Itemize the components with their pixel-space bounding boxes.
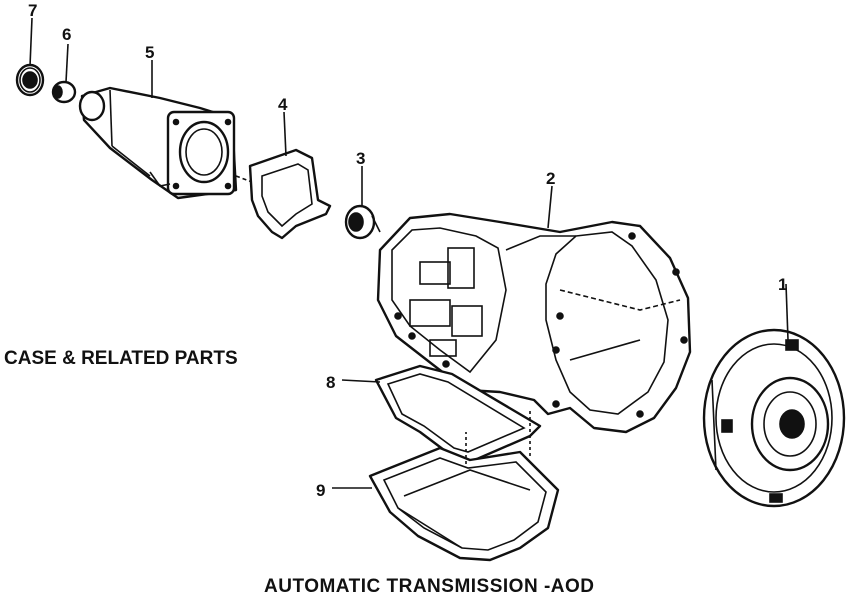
callout-8: 8 xyxy=(326,373,335,392)
callout-3: 3 xyxy=(356,149,365,168)
part-4-extension-gasket xyxy=(248,148,332,240)
callout-9: 9 xyxy=(316,481,325,500)
section-label: CASE & RELATED PARTS xyxy=(4,348,238,369)
part-5-extension-housing xyxy=(78,86,238,200)
callout-6: 6 xyxy=(62,25,71,44)
part-6-bushing xyxy=(51,80,77,104)
part-1-torque-converter xyxy=(702,328,846,508)
callout-1: 1 xyxy=(778,275,787,294)
part-7-rear-seal xyxy=(15,63,45,97)
part-9-oil-pan xyxy=(368,446,560,562)
part-3-pump-seal xyxy=(344,204,381,240)
callout-5: 5 xyxy=(145,43,154,62)
part-8-pan-gasket xyxy=(374,364,542,464)
diagram-title: AUTOMATIC TRANSMISSION -AOD xyxy=(264,576,595,597)
callout-2: 2 xyxy=(546,169,555,188)
callout-7: 7 xyxy=(28,1,37,20)
callout-4: 4 xyxy=(278,95,288,114)
